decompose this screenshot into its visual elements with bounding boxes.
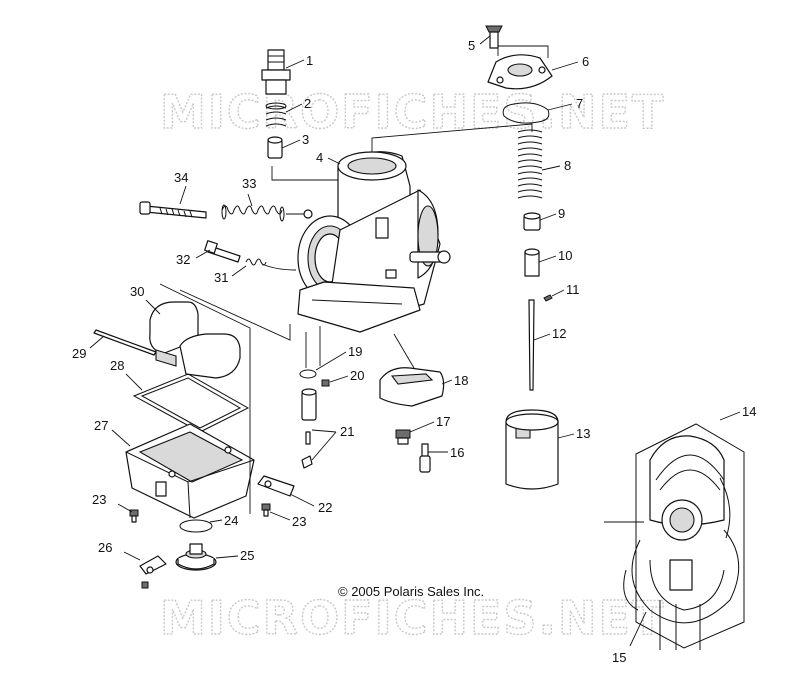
callout-19: 19 [348,344,362,359]
part-21-tube [301,388,317,469]
callout-4: 4 [316,150,323,165]
alignment-lines [159,45,644,523]
callout-9: 9 [558,206,565,221]
callout-5: 5 [468,38,475,53]
watermark-top: MICROFICHES.NET [160,85,665,139]
part-1-fitting [261,49,291,95]
callout-3: 3 [302,132,309,147]
part-12-jet-needle [528,299,535,391]
part-16-needle-jet [419,443,431,473]
callout-28: 28 [110,358,124,373]
callout-17: 17 [436,414,450,429]
part-27-float-bowl [125,423,255,519]
callout-labels: 1 2 3 4 5 6 7 8 9 10 11 12 13 14 15 16 1… [72,38,756,665]
part-30-float [149,301,241,379]
part-23-screw-left [129,509,139,523]
callout-32: 32 [176,252,190,267]
part-18-cover [379,367,445,407]
part-14-carb-inset [623,423,745,650]
part-10-needle-holder [524,248,540,277]
part-3-plunger [267,136,283,159]
part-24-o-ring [179,519,213,533]
callout-20: 20 [350,368,364,383]
callout-2: 2 [304,96,311,111]
part-26-bracket [139,555,167,589]
part-4-carb-body [297,151,451,333]
part-34-idle-screw [139,201,207,219]
callout-18: 18 [454,373,468,388]
callout-31: 31 [214,270,228,285]
part-2-spring [265,102,287,127]
part-32-pilot-screw [204,240,241,263]
callout-27: 27 [94,418,108,433]
callout-13: 13 [576,426,590,441]
callout-29: 29 [72,346,86,361]
part-6-top-cap [487,54,553,90]
callout-16: 16 [450,445,464,460]
part-19-o-ring [299,369,317,379]
callout-26: 26 [98,540,112,555]
callout-12: 12 [552,326,566,341]
callout-23b: 23 [292,514,306,529]
callout-24: 24 [224,513,238,528]
callout-leaders [89,35,741,647]
callout-14: 14 [742,404,756,419]
part-9-retainer [523,212,541,231]
part-17-main-jet [395,429,411,445]
copyright-notice: © 2005 Polaris Sales Inc. [338,584,484,599]
callout-23a: 23 [92,492,106,507]
callout-33: 33 [242,176,256,191]
callout-22: 22 [318,500,332,515]
callout-34: 34 [174,170,188,185]
callout-21: 21 [340,424,354,439]
watermark-bottom: MICROFICHES.NET [160,591,665,645]
callout-8: 8 [564,158,571,173]
part-25-drain-plug [175,543,217,571]
part-29-float-pin [93,329,157,356]
callout-30: 30 [130,284,144,299]
part-20-screw [321,379,330,387]
part-22-bracket [257,475,295,497]
part-33-spring [221,204,285,222]
callout-10: 10 [558,248,572,263]
callout-1: 1 [306,53,313,68]
part-11-clip [543,294,553,302]
callout-7: 7 [576,96,583,111]
part-5-screw [485,25,503,49]
callout-15: 15 [612,650,626,665]
part-8-slide-spring [517,129,543,199]
callout-6: 6 [582,54,589,69]
part-28-bowl-gasket [132,373,250,433]
part-13-throttle-slide [505,409,559,490]
callout-25: 25 [240,548,254,563]
callout-11: 11 [566,282,580,297]
part-23-screw-right [261,503,271,517]
